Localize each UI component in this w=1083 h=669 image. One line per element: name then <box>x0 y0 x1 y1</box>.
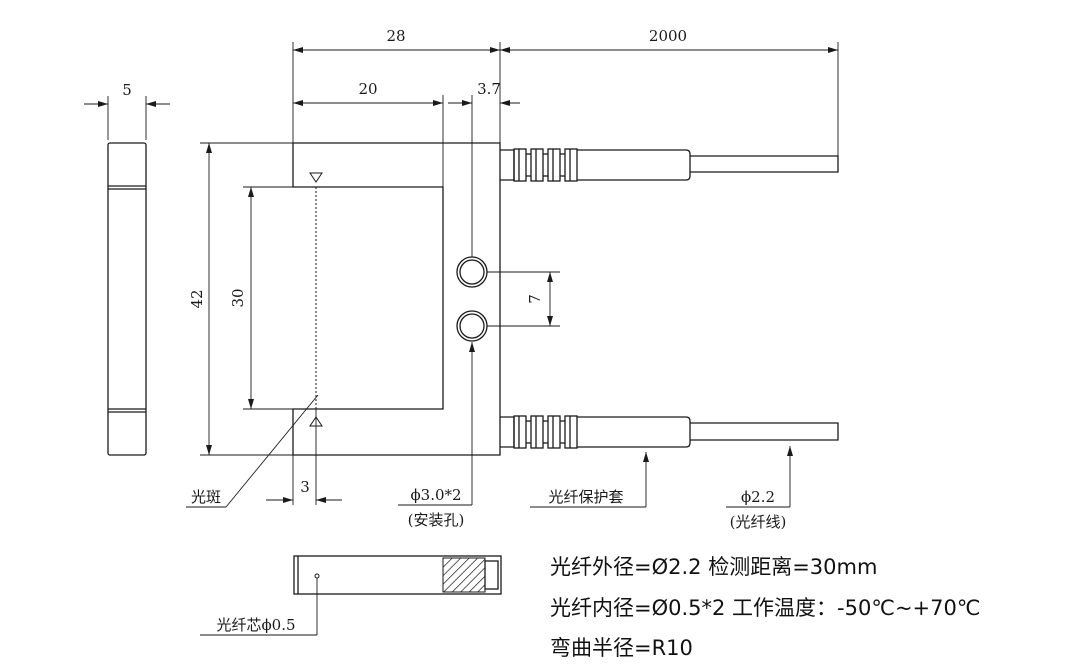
mount-hole-callout: ϕ3.0*2 (安装孔) <box>398 342 475 529</box>
fiber-sleeve-callout: 光纤保护套 <box>530 452 649 508</box>
cable-top <box>500 148 839 182</box>
mounting-holes <box>456 256 488 342</box>
cable-bottom <box>500 415 839 449</box>
cross-section-view: 光纤芯ϕ0.5 <box>200 555 502 636</box>
dim-3-7: 3.7 <box>448 80 520 257</box>
mount-hole-name-label: (安装孔) <box>408 511 465 529</box>
cable-length-label: 2000 <box>649 27 687 45</box>
fiber-name-label: (光纤线) <box>730 513 787 531</box>
slot-height-label: 30 <box>229 288 247 307</box>
spot-offset-label: 3 <box>300 478 310 496</box>
mount-hole-size-label: ϕ3.0*2 <box>410 486 461 504</box>
dim-28: 28 <box>292 27 501 143</box>
dim-2000: 2000 <box>500 27 839 156</box>
height-label: 42 <box>188 289 206 308</box>
hole-spacing-label: 7 <box>526 294 544 304</box>
hole-offset-label: 3.7 <box>477 80 501 98</box>
fiber-dia-label: ϕ2.2 <box>741 488 775 506</box>
spec-line-outer-diameter: 光纤外径=Ø2.2 检测距离=30mm <box>550 555 878 579</box>
dim-42: 42 <box>188 142 293 456</box>
sensor-body <box>292 142 501 505</box>
fiber-core-label: 光纤芯ϕ0.5 <box>216 616 295 634</box>
light-spot-label: 光斑 <box>191 488 221 506</box>
fiber-sleeve-label: 光纤保护套 <box>548 488 623 506</box>
side-view: 5 <box>84 81 170 456</box>
slot-width-label: 20 <box>358 80 377 98</box>
total-width-label: 28 <box>386 27 405 45</box>
spec-line-bend-radius: 弯曲半径=R10 <box>550 636 693 660</box>
dim-30: 30 <box>229 186 293 410</box>
side-width-label: 5 <box>122 81 132 99</box>
dim-7: 7 <box>487 271 560 327</box>
spec-line-inner-diameter: 光纤内径=Ø0.5*2 工作温度：-50℃~+70℃ <box>550 596 981 620</box>
light-spot-callout: 光斑 <box>186 394 319 508</box>
dim-20: 20 <box>293 80 444 187</box>
fiber-cable-callout: ϕ2.2 (光纤线) <box>726 446 793 531</box>
dim-3: 3 <box>266 455 342 505</box>
